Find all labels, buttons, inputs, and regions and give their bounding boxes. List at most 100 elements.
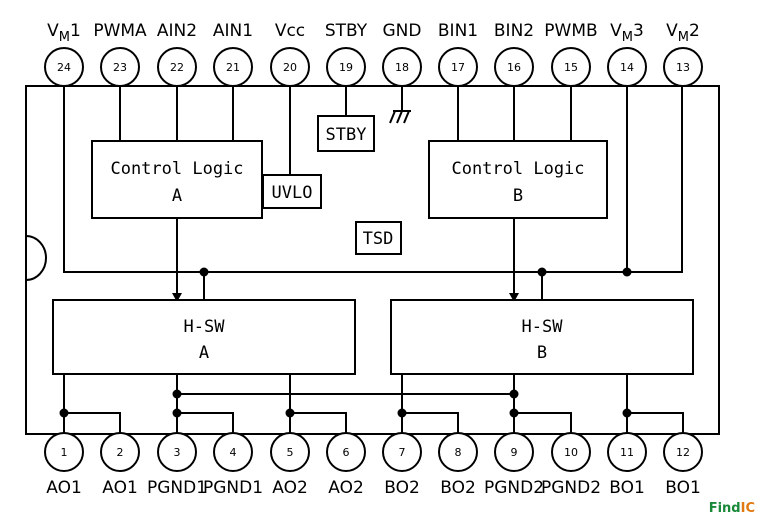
h-bridge-b: H-SW B	[390, 299, 694, 375]
pin-7-circle	[382, 432, 422, 472]
pin-20-number: 20	[283, 61, 297, 74]
pin-5-circle	[270, 432, 310, 472]
pin-15: 15 PWMB	[544, 21, 598, 87]
pin-14: 14 VM3	[607, 21, 647, 87]
pin-16-name: BIN2	[494, 21, 534, 41]
pin-21-name: AIN1	[213, 21, 253, 41]
pin-18-name: GND	[383, 21, 422, 41]
pin-19-circle	[326, 47, 366, 87]
pin-1-circle	[44, 432, 84, 472]
pin-7-name: BO2	[384, 478, 420, 498]
package-outline	[25, 85, 720, 435]
pin-23-circle	[100, 47, 140, 87]
pin-9-name: PGND2	[484, 478, 544, 498]
pin-15-circle	[551, 47, 591, 87]
pin-16-circle	[494, 47, 534, 87]
pin-6-circle	[326, 432, 366, 472]
pin-19-number: 19	[339, 61, 353, 74]
pin-23-name: PWMA	[93, 21, 147, 41]
control-logic-b-title: Control Logic	[451, 159, 584, 179]
pin-1-number: 1	[61, 446, 68, 459]
control-logic-a-title: Control Logic	[110, 159, 243, 179]
pin-14-name: VM3	[610, 21, 644, 45]
pin-5-name: AO2	[272, 478, 308, 498]
control-logic-a-id: A	[172, 186, 182, 206]
wiring	[63, 86, 684, 434]
pin-14-circle	[607, 47, 647, 87]
pin-17-number: 17	[451, 61, 465, 74]
pin-4-name: PGND1	[203, 478, 263, 498]
pin-18-circle	[382, 47, 422, 87]
pin-8-name: BO2	[440, 478, 476, 498]
pin-2-name: AO1	[102, 478, 138, 498]
pin-19-name: STBY	[325, 21, 368, 41]
pin-22-name: AIN2	[157, 21, 197, 41]
pin-23-number: 23	[113, 61, 127, 74]
pin-12-circle	[663, 432, 703, 472]
pin-6-name: AO2	[328, 478, 364, 498]
control-logic-b-id: B	[513, 186, 523, 206]
pin-20-circle	[270, 47, 310, 87]
h-bridge-a-id: A	[199, 343, 209, 363]
pin-2-circle	[100, 432, 140, 472]
stby-block: STBY	[317, 115, 375, 152]
pin-24-name: VM1	[47, 21, 81, 45]
pin-9-number: 9	[511, 446, 518, 459]
pin-19: 19 STBY	[325, 21, 368, 87]
pin-17-name: BIN1	[438, 21, 478, 41]
pin-9-circle	[494, 432, 534, 472]
pin-13-circle	[663, 47, 703, 87]
pin-11-name: BO1	[609, 478, 645, 498]
arrowheads	[172, 293, 519, 302]
tsd-block-label: TSD	[363, 229, 394, 249]
pin-15-number: 15	[564, 61, 578, 74]
junction-dots	[59, 267, 632, 418]
h-bridge-b-id: B	[537, 343, 547, 363]
pin-8-circle	[438, 432, 478, 472]
pin-11-number: 11	[620, 446, 634, 459]
pin-15-name: PWMB	[544, 21, 597, 41]
pin-23: 23 PWMA	[93, 21, 147, 87]
h-bridge-b-title: H-SW	[522, 317, 564, 337]
tsd-block: TSD	[355, 221, 402, 255]
watermark-part1: Find	[709, 501, 741, 516]
uvlo-block: UVLO	[262, 174, 322, 209]
pin-13-name: VM2	[666, 21, 700, 45]
pin-10-number: 10	[564, 446, 578, 459]
pin-21-number: 21	[226, 61, 240, 74]
pin-3-name: PGND1	[147, 478, 207, 498]
h-bridge-a: H-SW A	[52, 299, 356, 375]
pin-12-number: 12	[676, 446, 690, 459]
pin-21: 21 AIN1	[213, 21, 253, 87]
pin-24-circle	[44, 47, 84, 87]
watermark-part2: IC	[741, 501, 755, 516]
pin-4-number: 4	[230, 446, 237, 459]
pin-10-name: PGND2	[541, 478, 601, 498]
pin-2-number: 2	[117, 446, 124, 459]
pin-17-circle	[438, 47, 478, 87]
uvlo-block-label: UVLO	[272, 183, 313, 203]
pin-21-circle	[213, 47, 253, 87]
stby-block-label: STBY	[326, 125, 367, 145]
pin-14-number: 14	[620, 61, 634, 74]
package-notch	[25, 235, 47, 281]
pin-3-circle	[157, 432, 197, 472]
